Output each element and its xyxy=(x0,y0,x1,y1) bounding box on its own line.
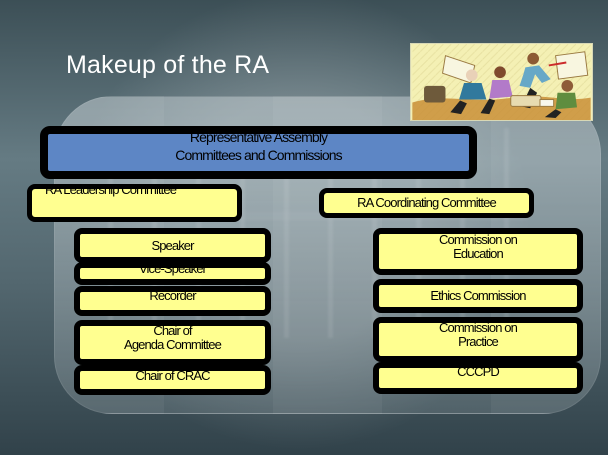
education-commission-label: Commission on Education xyxy=(439,231,518,261)
recorder-box: Recorder xyxy=(74,286,271,316)
main-committees-label: Representative Assembly Committees and C… xyxy=(175,128,342,163)
crac-chair-box: Chair of CRAC xyxy=(74,365,271,395)
vice-speaker-box: Vice-Speaker xyxy=(74,262,271,285)
leadership-committee-box: RA Leadership Committee xyxy=(27,184,242,222)
coordinating-committee-label: RA Coordinating Committee xyxy=(357,195,497,210)
speaker-box: Speaker xyxy=(74,228,271,263)
vice-speaker-label: Vice-Speaker xyxy=(138,262,207,276)
coordinating-committee-box: RA Coordinating Committee xyxy=(319,188,534,218)
meeting-illustration xyxy=(410,43,593,121)
practice-commission-label: Commission on Practice xyxy=(439,319,518,349)
cccpd-box: CCCPD xyxy=(373,362,583,394)
slide-title: Makeup of the RA xyxy=(66,51,270,79)
agenda-chair-box: Chair of Agenda Committee xyxy=(74,320,271,365)
practice-commission-box: Commission on Practice xyxy=(373,317,583,362)
crac-chair-label: Chair of CRAC xyxy=(135,368,210,383)
ethics-commission-label: Ethics Commission xyxy=(430,288,526,303)
main-committees-box: Representative Assembly Committees and C… xyxy=(40,126,477,179)
agenda-chair-label: Chair of Agenda Committee xyxy=(124,322,222,352)
leadership-committee-label: RA Leadership Committee xyxy=(45,184,177,197)
cccpd-label: CCCPD xyxy=(457,364,500,379)
ethics-commission-box: Ethics Commission xyxy=(373,279,583,313)
meeting-people-icon xyxy=(412,44,591,120)
recorder-label: Recorder xyxy=(149,288,196,303)
education-commission-box: Commission on Education xyxy=(373,228,583,275)
speaker-label: Speaker xyxy=(151,238,194,253)
